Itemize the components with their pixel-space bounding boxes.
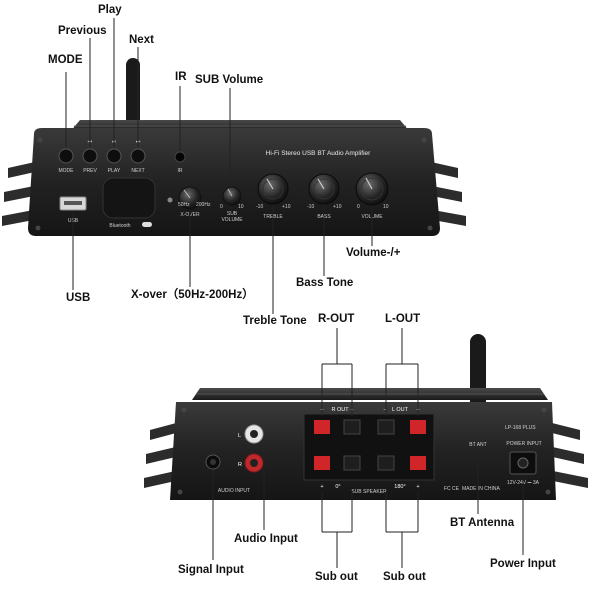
play-callout: Play — [98, 4, 122, 16]
front-unit: ⏮ ⏯ ⏭ MODE PREV PLAY NEXT IR Hi-Fi Stere… — [2, 58, 466, 236]
bt-antenna-callout: BT Antenna — [450, 517, 515, 529]
power-led — [167, 197, 173, 203]
bass-knob[interactable] — [308, 173, 340, 205]
mode-callout: MODE — [48, 54, 83, 66]
rca-left-input[interactable] — [244, 424, 264, 444]
bluetooth-window — [102, 177, 156, 219]
prev-panel-label: PREV — [83, 168, 97, 174]
back-unit: R OUT L OUT + − − + + 0° SUB SPEAKER 180… — [144, 334, 588, 500]
sub-min-label: 0 — [220, 204, 223, 210]
back-side-fins-left — [144, 422, 180, 488]
bluetooth-panel-label: Bluetooth — [109, 223, 130, 229]
front-panel-title: Hi-Fi Stereo USB BT Audio Amplifier — [266, 150, 371, 157]
signal-input-callout: Signal Input — [178, 564, 244, 576]
sub-out-callout-2: Sub out — [383, 571, 426, 583]
sub-180deg-label: 180° — [394, 484, 405, 490]
sub-out-minus-terminal-2[interactable] — [377, 455, 395, 471]
fcc-ce-marks: FC CE — [444, 486, 460, 492]
sub-plus-sign-2: + — [416, 484, 419, 490]
rca-right-input[interactable] — [244, 453, 264, 473]
next-button[interactable] — [130, 148, 146, 164]
bass-callout: Bass Tone — [296, 277, 354, 289]
sub-volume-callout: SUB Volume — [195, 74, 264, 86]
r-out-plus-terminal[interactable] — [314, 420, 330, 434]
volume-knob[interactable] — [355, 172, 389, 206]
rca-r-label: R — [238, 462, 242, 468]
made-in-label: MADE IN CHINA — [462, 486, 500, 492]
volume-min-label: 0 — [357, 204, 360, 210]
audio-input-callout: Audio Input — [234, 533, 298, 545]
sub-max-label: 10 — [238, 204, 244, 210]
treble-max-label: +10 — [282, 204, 291, 210]
l-out-minus-sign: − — [383, 407, 386, 413]
mode-button[interactable] — [58, 148, 74, 164]
treble-min-label: -10 — [256, 204, 263, 210]
treble-knob[interactable] — [257, 173, 289, 205]
xover-knob[interactable] — [178, 186, 202, 210]
l-out-minus-terminal[interactable] — [377, 419, 395, 435]
r-out-panel-label: R OUT — [331, 407, 349, 413]
sub-volume-knob[interactable] — [222, 186, 242, 206]
ir-callout: IR — [175, 71, 187, 83]
back-side-fins-right — [548, 422, 588, 488]
bt-ant-panel-label: BT ANT — [469, 442, 486, 448]
prev-button[interactable] — [82, 148, 98, 164]
xover-max-label: 200Hz — [196, 202, 211, 208]
power-input-callout: Power Input — [490, 558, 556, 570]
treble-callout: Treble Tone — [243, 315, 307, 327]
ir-sensor — [174, 151, 186, 163]
back-leader-lines — [212, 328, 524, 568]
bass-min-label: -10 — [307, 204, 314, 210]
sub-speaker-panel-label: SUB SPEAKER — [351, 489, 387, 495]
l-out-callout: L-OUT — [385, 313, 421, 325]
front-leader-lines — [65, 18, 373, 314]
sub-0deg-label: 0° — [335, 484, 340, 490]
previous-callout: Previous — [58, 25, 107, 37]
play-panel-label: PLAY — [108, 168, 121, 174]
xover-min-label: 50Hz — [178, 202, 190, 208]
xover-callout: X-over（50Hz-200Hz） — [131, 289, 254, 301]
next-callout: Next — [129, 34, 154, 46]
l-out-panel-label: L OUT — [392, 407, 409, 413]
next-panel-label: NEXT — [131, 168, 144, 174]
rca-l-label: L — [238, 433, 241, 439]
model-label: LP-168 PLUS — [505, 425, 536, 431]
sub-out-plus-terminal-2[interactable] — [410, 456, 426, 470]
usb-callout: USB — [66, 292, 91, 304]
front-antenna — [126, 58, 140, 128]
audio-input-panel-label: AUDIO INPUT — [218, 488, 250, 494]
power-input-panel-label: POWER INPUT — [506, 441, 541, 447]
mode-panel-label: MODE — [59, 168, 75, 174]
volume-max-label: 10 — [383, 204, 389, 210]
sub-panel-label-1: SUB — [227, 211, 238, 217]
ir-panel-label: IR — [178, 168, 183, 174]
bluetooth-switch[interactable] — [142, 222, 152, 227]
play-button[interactable] — [106, 148, 122, 164]
sub-out-minus-terminal-1[interactable] — [343, 455, 361, 471]
sub-out-callout-1: Sub out — [315, 571, 358, 583]
l-out-plus-terminal[interactable] — [410, 420, 426, 434]
sub-panel-label-2: VOLUME — [221, 217, 243, 223]
sub-plus-sign-1: + — [320, 484, 323, 490]
r-out-callout: R-OUT — [318, 313, 355, 325]
bass-max-label: +10 — [333, 204, 342, 210]
r-out-minus-terminal[interactable] — [343, 419, 361, 435]
sub-out-plus-terminal-1[interactable] — [314, 456, 330, 470]
volume-callout: Volume-/+ — [346, 247, 401, 259]
